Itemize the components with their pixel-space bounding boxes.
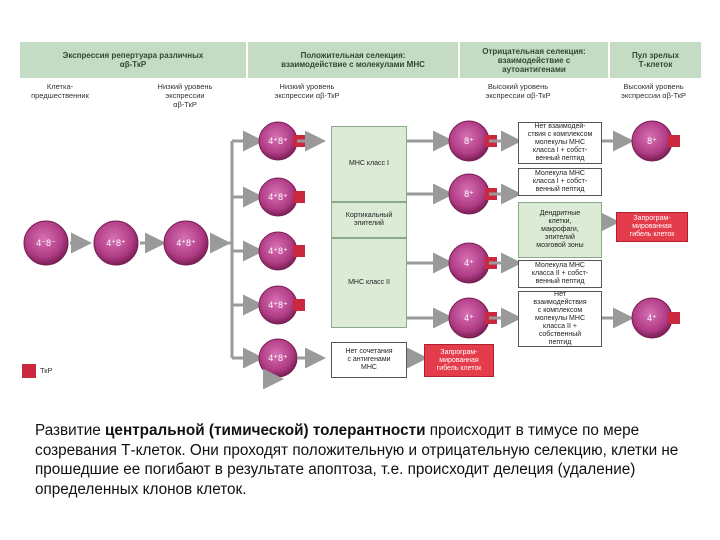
branch-trunk xyxy=(225,141,234,358)
mhc-class-2-box: МНС класс II xyxy=(331,238,407,328)
cell-dp2-label: 4⁺8⁺ xyxy=(176,238,196,248)
caption-part2: происходит в тимусе по мере созревания Т… xyxy=(35,422,679,498)
caption-bold: центральной (тимической) толерантности xyxy=(105,422,426,439)
caption-part1: Развитие xyxy=(35,422,106,439)
diagram-graphics: 4⁻8⁻4⁺8⁺4⁺8⁺4⁺8⁺4⁺8⁺4⁺8⁺4⁺8⁺4⁺8⁺8⁺8⁺4⁺4⁺… xyxy=(23,120,680,378)
header-repertoire: Экспрессия репертуара различных αβ-ТкР xyxy=(20,42,246,78)
cell-dp1-label: 4⁺8⁺ xyxy=(106,238,126,248)
neg-box-mhc2-peptide: Молекула МНС класса II + собст- венный п… xyxy=(518,260,602,288)
legend-receptor-swatch xyxy=(22,364,36,378)
cell-pos-4-label: 4⁺8⁺ xyxy=(268,300,288,310)
neg-box-mhc1-peptide: Молекула МНС класса I + собст- венный пе… xyxy=(518,168,602,196)
cell-neg-4-label: 4⁺ xyxy=(464,313,474,323)
no-mhc-box: Нет сочетания с антигенами МНС xyxy=(331,342,407,378)
programmed-death-box-1: Запрограм- мированная гибель клеток xyxy=(424,344,494,377)
mhc-class-1-box: МНС класс I xyxy=(331,126,407,202)
cell-neg-2-label: 8⁺ xyxy=(464,189,474,199)
cell-precursor xyxy=(23,220,69,266)
cell-mature-1-label: 8⁺ xyxy=(647,136,657,146)
cell-pos-3-receptor xyxy=(293,245,305,257)
label-high-expression-2: Высокий уровень экспрессии αβ-ТкР xyxy=(621,82,686,100)
header-mature-pool: Пул зрелых Т-клеток xyxy=(610,42,701,78)
cell-pos-1-label: 4⁺8⁺ xyxy=(268,136,288,146)
cell-pos-5-label: 4⁺8⁺ xyxy=(268,353,288,363)
neg-box-no-mhc2: Нет взаимодействия с комплексом молекулы… xyxy=(518,291,602,347)
cell-mature-2-receptor xyxy=(668,312,680,324)
programmed-death-box-2: Запрограм- мированная гибель клеток xyxy=(616,212,688,242)
cell-pos-2-receptor xyxy=(293,191,305,203)
header-negative-selection: Отрицательная селекция: взаимодействие с… xyxy=(460,42,608,78)
caption: Развитие центральной (тимической) толера… xyxy=(35,421,700,499)
cell-neg-1-label: 8⁺ xyxy=(464,136,474,146)
cell-pos-3-label: 4⁺8⁺ xyxy=(268,246,288,256)
cell-precursor-label: 4⁻8⁻ xyxy=(36,238,56,248)
label-high-expression-1: Высокий уровень экспрессии αβ-ТкР xyxy=(485,82,551,100)
label-precursor: Клетка- предшественник xyxy=(31,82,89,100)
cell-dp2 xyxy=(163,220,209,266)
label-low-expression-1: Низкий уровень экспрессии αβ-ТкР xyxy=(157,82,213,109)
cell-pos-2-label: 4⁺8⁺ xyxy=(268,192,288,202)
neg-box-no-mhc1: Нет взаимодей- ствия с комплексом молеку… xyxy=(518,122,602,164)
cell-mature-2-label: 4⁺ xyxy=(647,313,657,323)
cell-neg-3-label: 4⁺ xyxy=(464,258,474,268)
cell-dp1 xyxy=(93,220,139,266)
legend-receptor-label: ТкР xyxy=(40,366,53,375)
tcell-selection-diagram: 4⁻8⁻4⁺8⁺4⁺8⁺4⁺8⁺4⁺8⁺4⁺8⁺4⁺8⁺4⁺8⁺8⁺8⁺4⁺4⁺… xyxy=(20,42,701,389)
cell-mature-1-receptor xyxy=(668,135,680,147)
cortical-epithelium-box: Кортикальный эпителий xyxy=(331,202,407,238)
neg-box-dendritic: Дендритные клетки, макрофаги, эпителий м… xyxy=(518,202,602,258)
header-positive-selection: Положительная селекция: взаимодействие с… xyxy=(248,42,458,78)
label-low-expression-2: Низкий уровень экспрессии αβ-ТкР xyxy=(274,82,340,100)
cell-pos-4-receptor xyxy=(293,299,305,311)
